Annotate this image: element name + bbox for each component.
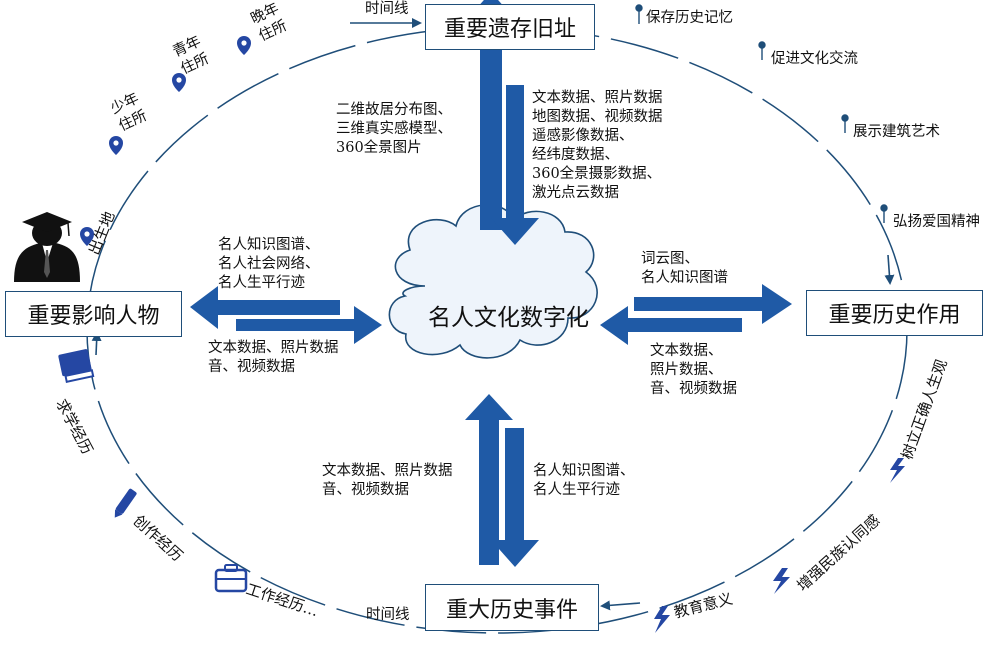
top-left-output-text: 二维故居分布图、三维真实感模型、360全景图片 [336, 102, 452, 156]
book-icon [58, 349, 95, 383]
bottom-ellipse-arrow [600, 600, 641, 611]
arrow-cloud-to-right [634, 284, 792, 324]
lightning-icon [890, 458, 905, 483]
value-preserve-memory: 保存历史记忆 [646, 10, 733, 26]
timeline-bottom-label: 时间线 [366, 607, 410, 623]
box-important-figures: 重要影响人物 [5, 291, 182, 337]
box-important-relics: 重要遗存旧址 [425, 4, 595, 50]
value-markers [635, 4, 888, 223]
right-input-text: 文本数据、照片数据、音、视频数据 [650, 343, 737, 397]
arrow-cloud-to-top [468, 0, 514, 230]
left-input-text: 文本数据、照片数据音、视频数据 [208, 340, 339, 375]
right-ellipse-arrow [884, 254, 895, 285]
center-cloud [388, 204, 598, 359]
left-output-text: 名人知识图谱、名人社会网络、名人生平行迹 [218, 237, 320, 291]
arrow-right-to-cloud [600, 306, 742, 345]
bottom-output-text: 名人知识图谱、名人生平行迹 [533, 463, 635, 498]
arrow-top-to-cloud [491, 85, 539, 245]
arrow-cloud-to-bottom [491, 428, 539, 567]
box-historical-role: 重要历史作用 [806, 290, 983, 336]
briefcase-icon [214, 564, 248, 593]
arrow-cloud-to-left [190, 286, 340, 329]
lightning-icon [654, 606, 670, 633]
arrow-left-to-cloud [236, 306, 382, 344]
graduate-avatar-icon [14, 212, 80, 282]
lightning-icons [654, 458, 905, 633]
right-output-text: 词云图、名人知识图谱 [641, 251, 728, 286]
timeline-top-label: 时间线 [365, 1, 409, 17]
value-patriotism: 弘扬爱国精神 [893, 214, 980, 230]
bottom-input-text: 文本数据、照片数据音、视频数据 [322, 463, 453, 498]
top-right-input-text: 文本数据、照片数据地图数据、视频数据遥感影像数据、 经纬度数据、360全景摄影数… [532, 90, 663, 201]
pen-icon [114, 488, 137, 518]
arrow-bottom-to-cloud [465, 394, 513, 565]
value-architecture: 展示建筑艺术 [853, 124, 940, 140]
box-historical-events: 重大历史事件 [425, 584, 599, 631]
value-cultural-exchange: 促进文化交流 [771, 51, 858, 67]
lightning-icon [773, 568, 790, 594]
center-label: 名人文化数字化 [428, 305, 589, 331]
